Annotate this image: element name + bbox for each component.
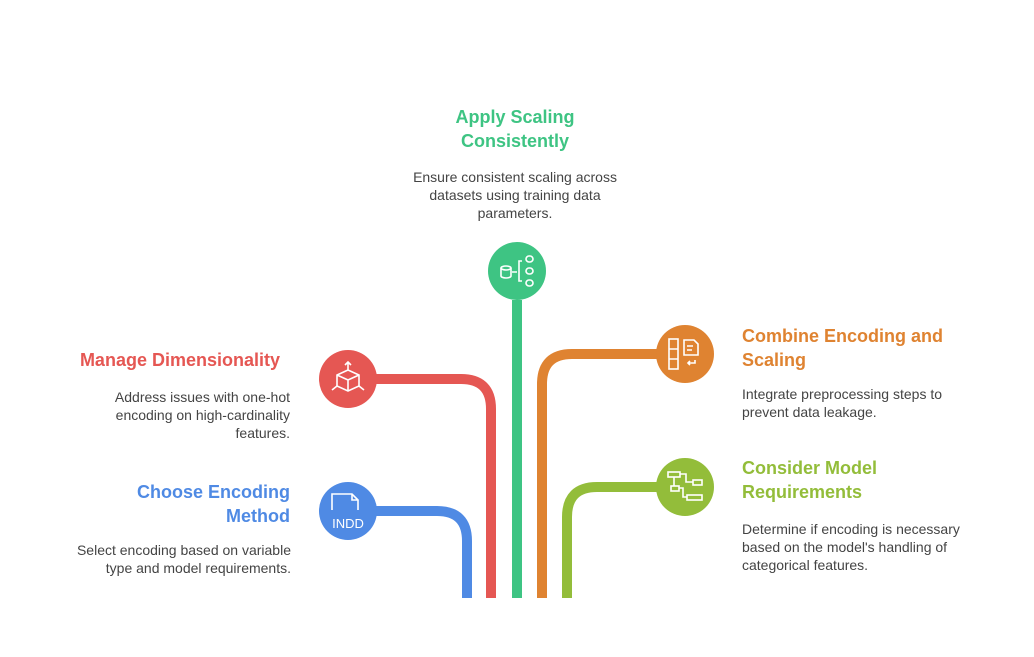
step-desc-model-requirements: Determine if encoding is necessary based… bbox=[742, 521, 960, 573]
step-title-choose-encoding: Choose Encoding Method bbox=[137, 482, 290, 526]
step-title-combine-encoding: Combine Encoding and Scaling bbox=[742, 326, 943, 370]
indd-file-icon: INDD bbox=[319, 482, 377, 540]
svg-text:INDD: INDD bbox=[332, 516, 364, 531]
step-title-model-requirements: Consider Model Requirements bbox=[742, 458, 878, 502]
connector-blue bbox=[376, 506, 472, 598]
step-desc-manage-dimensionality: Address issues with one-hot encoding on … bbox=[114, 389, 290, 441]
cube-expand-icon bbox=[319, 350, 377, 408]
step-title-manage-dimensionality: Manage Dimensionality bbox=[79, 350, 280, 370]
step-desc-choose-encoding: Select encoding based on variable type a… bbox=[76, 542, 291, 576]
step-desc-combine-encoding: Integrate preprocessing steps to prevent… bbox=[742, 386, 943, 420]
columns-document-icon bbox=[656, 325, 714, 383]
connector-orange bbox=[537, 349, 657, 598]
connector-red bbox=[376, 374, 496, 598]
step-desc-apply-scaling: Ensure consistent scaling across dataset… bbox=[413, 169, 617, 221]
step-title-apply-scaling: Apply Scaling Consistently bbox=[455, 107, 575, 151]
connector-lime bbox=[562, 482, 657, 598]
flowchart-icon bbox=[656, 458, 714, 516]
database-split-icon bbox=[488, 242, 546, 300]
